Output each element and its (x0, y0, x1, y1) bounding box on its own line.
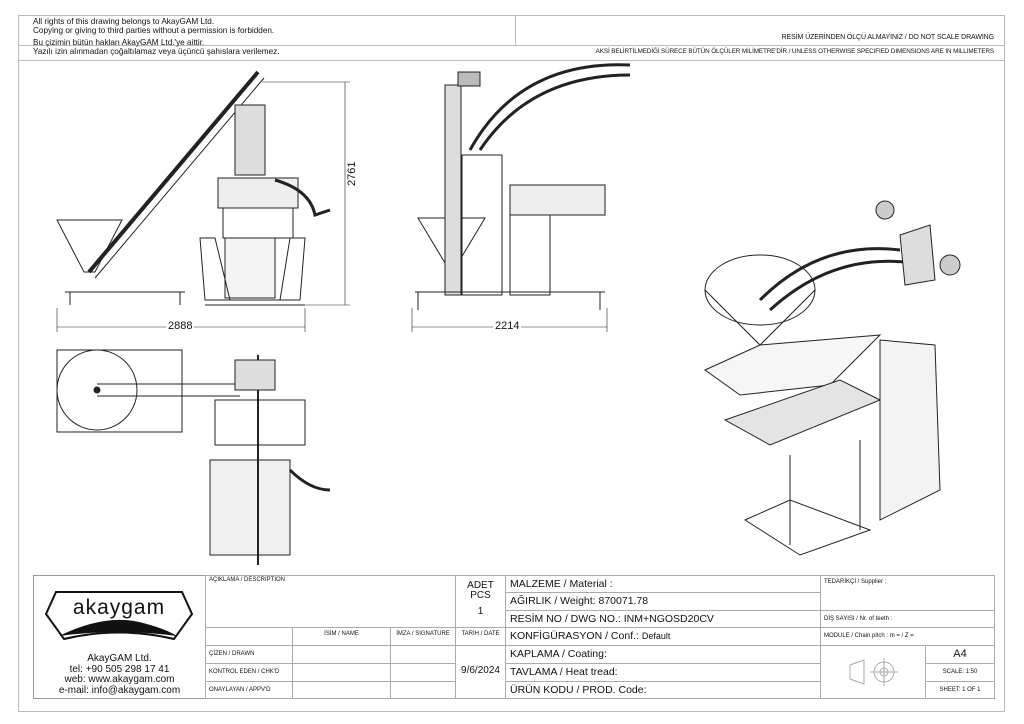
checked-name (292, 663, 391, 682)
sheet-label: SHEET: 1 OF 1 (925, 681, 995, 699)
company-name: AkayGAM Ltd. (87, 653, 152, 664)
checked-label: KONTROL EDEN / CHK'D (205, 663, 293, 682)
header-divider-2 (18, 60, 1005, 61)
copyright-en-line1: All rights of this drawing belongs to Ak… (33, 17, 215, 26)
copyright-tr-line1: Bu çizimin bütün hakları AkayGAM Ltd.'ye… (33, 38, 205, 47)
pcs-label-tr: ADET (467, 580, 494, 591)
configuration-field: KONFİGÜRASYON / Conf.: Default (505, 627, 821, 646)
third-angle-projection-icon (849, 658, 898, 686)
pcs-cell: ADET PCS 1 (455, 575, 506, 628)
header-vertical-divider (515, 15, 516, 45)
product-code-field: ÜRÜN KODU / PROD. Code: (505, 681, 821, 699)
pcs-label-en: PCS (470, 590, 491, 601)
dimension-height-label: 2761 (346, 161, 358, 186)
date-value: 9/6/2024 (455, 645, 506, 699)
dimension-front-width-label: 2888 (166, 320, 195, 332)
scale-label: SCALE: 1:50 (925, 663, 995, 682)
drawn-name (292, 645, 391, 664)
company-email: e-mail: info@akaygam.com (58, 684, 181, 696)
front-dimension-lines (56, 81, 350, 332)
approved-label: ONAYLAYAN / APPV'D (205, 681, 293, 699)
drawing-frame (18, 15, 1005, 712)
configuration-label: KONFİGÜRASYON / Conf.: (510, 630, 639, 642)
top-view (56, 349, 331, 565)
company-logo-cell: akaygam AkayGAM Ltd. tel: +90 505 298 17… (33, 575, 206, 699)
pcs-value: 1 (477, 606, 484, 617)
side-view (415, 63, 631, 310)
do-not-scale-note: RESİM ÜZERİNDEN ÖLÇÜ ALMAYINIZ / DO NOT … (781, 34, 994, 41)
projection-symbol-cell (820, 645, 926, 699)
company-phone: tel: +90 505 298 17 41 (69, 663, 170, 675)
drawn-signature (390, 645, 456, 664)
drawn-label: ÇİZEN / DRAWN (205, 645, 293, 664)
svg-text:akaygam: akaygam (73, 596, 165, 619)
name-header: İSİM / NAME (292, 627, 391, 646)
approved-signature (390, 681, 456, 699)
approved-name (292, 681, 391, 699)
checked-signature (390, 663, 456, 682)
supplier-field: TEDARİKÇİ / Supplier : (820, 575, 995, 611)
module-field: MODULE / Chain pitch : m = / Z = (820, 627, 995, 646)
company-website: web: www.akaygam.com (64, 674, 175, 685)
copyright-tr-line2: Yazılı izin alınmadan çoğaltılamaz veya … (33, 47, 280, 56)
paper-size: A4 (925, 645, 995, 664)
configuration-value: Default (641, 631, 671, 641)
drawing-number-field: RESİM NO / DWG NO.: INM+NGOSD20CV (505, 610, 821, 628)
copyright-en-line2: Copying or giving to third parties witho… (33, 26, 275, 35)
header-divider (18, 45, 1005, 46)
heat-treatment-field: TAVLAMA / Heat tread: (505, 663, 821, 682)
teeth-count-field: DİŞ SAYISI / Nr. of teeth : (820, 610, 995, 628)
material-field: MALZEME / Material : (505, 575, 821, 593)
weight-field: AĞIRLIK / Weight: 870071.78 (505, 592, 821, 611)
signature-header: İMZA / SIGNATURE (390, 627, 456, 646)
dimension-side-width-label: 2214 (493, 320, 522, 332)
date-header: TARİH / DATE (455, 627, 506, 646)
akaygam-logo: akaygam (44, 591, 194, 641)
coating-field: KAPLAMA / Coating: (505, 645, 821, 664)
copyright-notice: All rights of this drawing belongs to Ak… (33, 17, 280, 56)
front-view (56, 70, 331, 306)
isometric-view (704, 200, 961, 556)
units-note: AKSİ BELİRTİLMEDİĞİ SÜRECE BÜTÜN ÖLÇÜLER… (595, 48, 994, 55)
description-cell: AÇIKLAMA / DESCRIPTION (205, 575, 456, 628)
